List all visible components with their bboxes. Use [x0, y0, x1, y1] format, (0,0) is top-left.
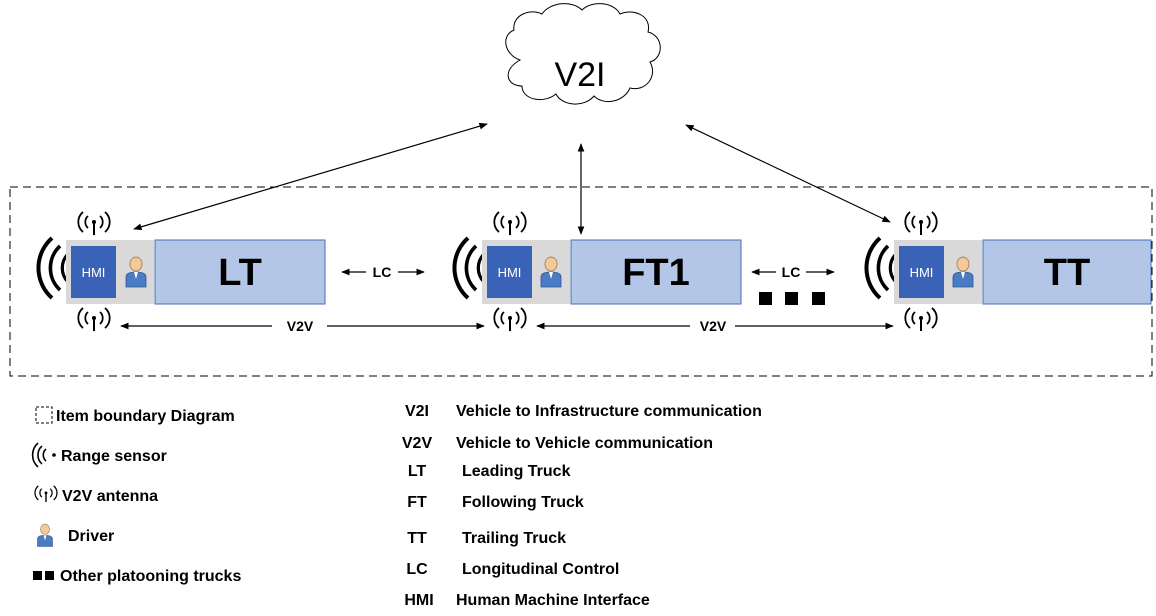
dots-icon	[45, 571, 54, 580]
hmi-box	[71, 246, 116, 298]
v2v-link-1: V2V	[120, 318, 485, 334]
legend-right: V2I Vehicle to Infrastructure communicat…	[402, 403, 762, 609]
legend-desc: Trailing Truck	[462, 530, 566, 547]
legend-text: V2V antenna	[62, 488, 158, 505]
legend-desc: Longitudinal Control	[462, 561, 619, 578]
truck-label: LT	[218, 252, 262, 294]
dots-icon	[33, 571, 42, 580]
v2i-cloud: V2I	[505, 3, 661, 105]
legend-desc: Vehicle to Infrastructure communication	[456, 403, 762, 420]
v2i-link-tt	[685, 124, 891, 223]
v2v-link-2: V2V	[536, 318, 894, 334]
cloud-label: V2I	[554, 56, 605, 94]
lc-link-2: LC	[751, 264, 835, 280]
legend-abbr: V2V	[402, 435, 433, 452]
truck-body	[154, 239, 326, 305]
range-sensor-icon	[31, 442, 56, 468]
legend-desc: Vehicle to Vehicle communication	[456, 435, 713, 452]
antenna-icon	[493, 307, 527, 332]
other-trucks-dots	[759, 292, 825, 305]
v2i-link-lt	[133, 122, 488, 231]
hmi-label: HMI	[82, 265, 106, 280]
legend-desc: Following Truck	[462, 494, 584, 511]
antenna-icon	[77, 307, 111, 332]
legend-abbr: TT	[407, 530, 427, 547]
range-sensor-icon	[36, 236, 70, 300]
range-sensor-icon	[864, 236, 898, 300]
legend-abbr: LT	[408, 463, 427, 480]
dashed-box-icon	[35, 406, 53, 424]
legend-desc: Human Machine Interface	[456, 592, 650, 609]
item-boundary	[9, 186, 1153, 377]
truck-label: TT	[1044, 252, 1090, 294]
legend-left: Item boundary Diagram Range sensor V2V a…	[31, 406, 241, 585]
hmi-label: HMI	[910, 265, 934, 280]
driver-icon	[37, 523, 53, 547]
truck-label: FT1	[622, 252, 690, 294]
v2v-label: V2V	[700, 318, 727, 334]
legend-text: Driver	[68, 528, 114, 545]
antenna-icon	[493, 211, 527, 236]
truck-tt: HMI TT	[864, 211, 1152, 332]
legend-text: Item boundary Diagram	[56, 408, 235, 425]
legend-desc: Leading Truck	[462, 463, 571, 480]
antenna-icon	[77, 211, 111, 236]
legend-abbr: HMI	[404, 592, 433, 609]
hmi-box	[487, 246, 532, 298]
truck-body	[982, 239, 1152, 305]
lc-label: LC	[782, 264, 801, 280]
lc-label: LC	[373, 264, 392, 280]
legend-abbr: FT	[407, 494, 427, 511]
antenna-icon	[904, 307, 938, 332]
v2v-label: V2V	[287, 318, 314, 334]
hmi-box	[899, 246, 944, 298]
legend-abbr: LC	[406, 561, 428, 578]
hmi-label: HMI	[498, 265, 522, 280]
legend-abbr: V2I	[405, 403, 429, 420]
truck-body	[570, 239, 742, 305]
range-sensor-icon	[452, 236, 486, 300]
antenna-icon	[34, 485, 58, 503]
lc-link-1: LC	[341, 264, 425, 280]
truck-ft1: HMI FT1	[452, 211, 742, 332]
antenna-icon	[904, 211, 938, 236]
legend-text: Other platooning trucks	[60, 568, 241, 585]
legend-text: Range sensor	[61, 448, 167, 465]
truck-lt: HMI LT	[36, 211, 326, 332]
